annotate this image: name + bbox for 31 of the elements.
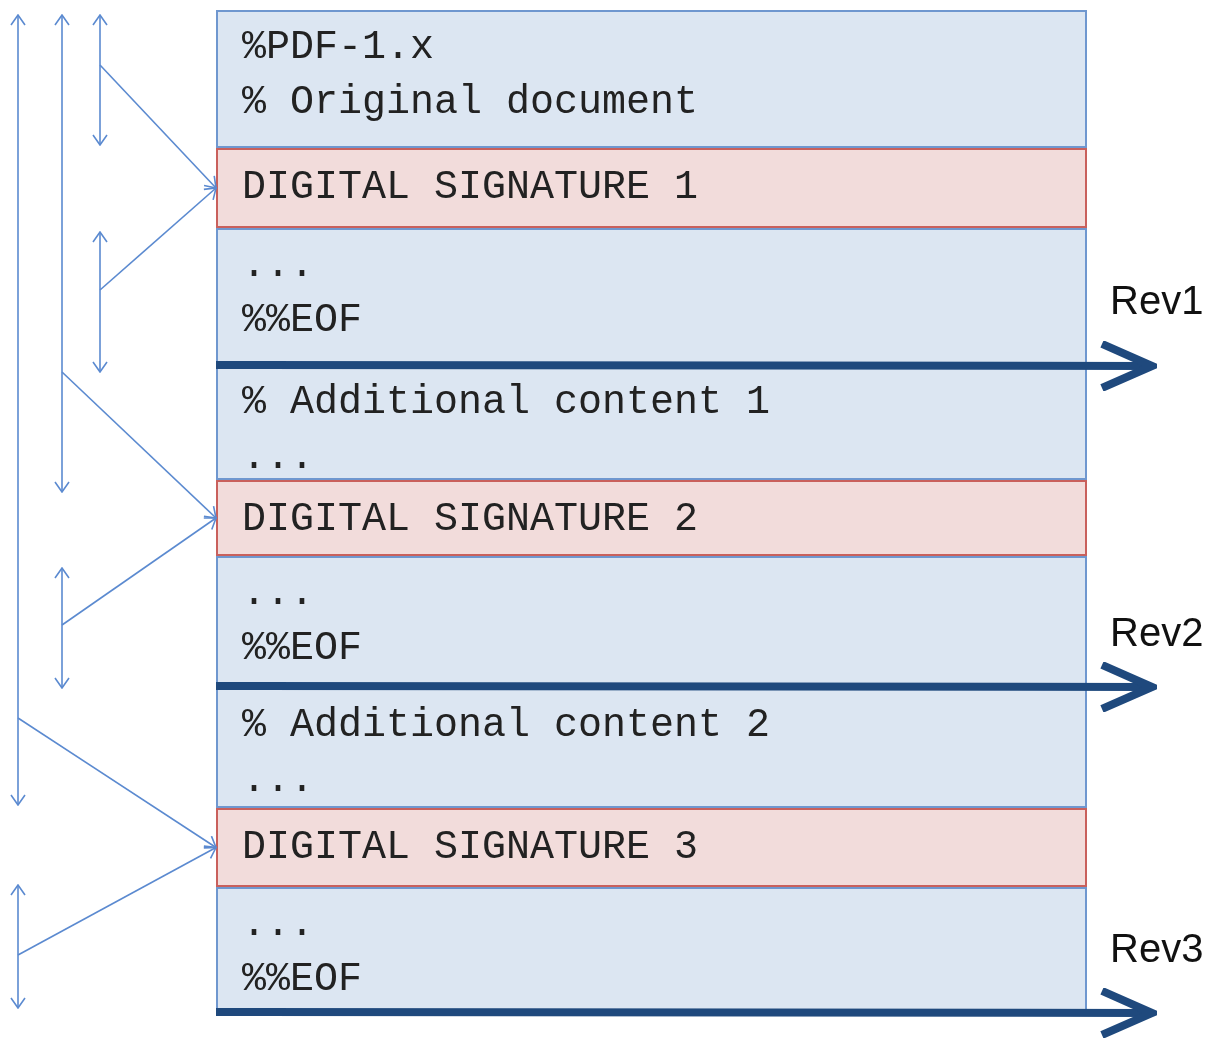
- code-line: %%EOF: [242, 625, 363, 673]
- signature-section: [216, 480, 1087, 556]
- code-line: %PDF-1.x: [242, 24, 435, 72]
- byte-range-arrow: [61, 371, 217, 519]
- byte-range-arrow: [17, 845, 217, 956]
- byte-range-arrow: [17, 717, 217, 849]
- code-line: ...: [242, 901, 314, 949]
- byte-range-arrow: [61, 517, 217, 626]
- code-line: % Additional content 1: [242, 379, 771, 427]
- signature-section: [216, 808, 1087, 887]
- code-line: ...: [242, 757, 314, 805]
- content-section: [216, 10, 1087, 148]
- signature-section: [216, 148, 1087, 228]
- code-line: DIGITAL SIGNATURE 2: [242, 496, 699, 544]
- code-line: %%EOF: [242, 297, 363, 345]
- code-line: DIGITAL SIGNATURE 3: [242, 824, 699, 872]
- code-line: ...: [242, 434, 314, 482]
- revision-label: Rev1: [1110, 278, 1204, 322]
- byte-range-arrow: [99, 187, 217, 291]
- code-line: ...: [242, 242, 314, 290]
- code-line: DIGITAL SIGNATURE 1: [242, 164, 699, 212]
- code-line: %%EOF: [242, 956, 363, 1004]
- content-section: [216, 887, 1087, 1012]
- code-line: ...: [242, 570, 314, 618]
- revision-label: Rev2: [1110, 610, 1204, 654]
- code-line: % Original document: [242, 79, 699, 127]
- content-section: [216, 228, 1087, 365]
- revision-label: Rev3: [1110, 926, 1204, 970]
- byte-range-arrow: [99, 64, 217, 189]
- code-line: % Additional content 2: [242, 702, 771, 750]
- content-section: [216, 688, 1087, 808]
